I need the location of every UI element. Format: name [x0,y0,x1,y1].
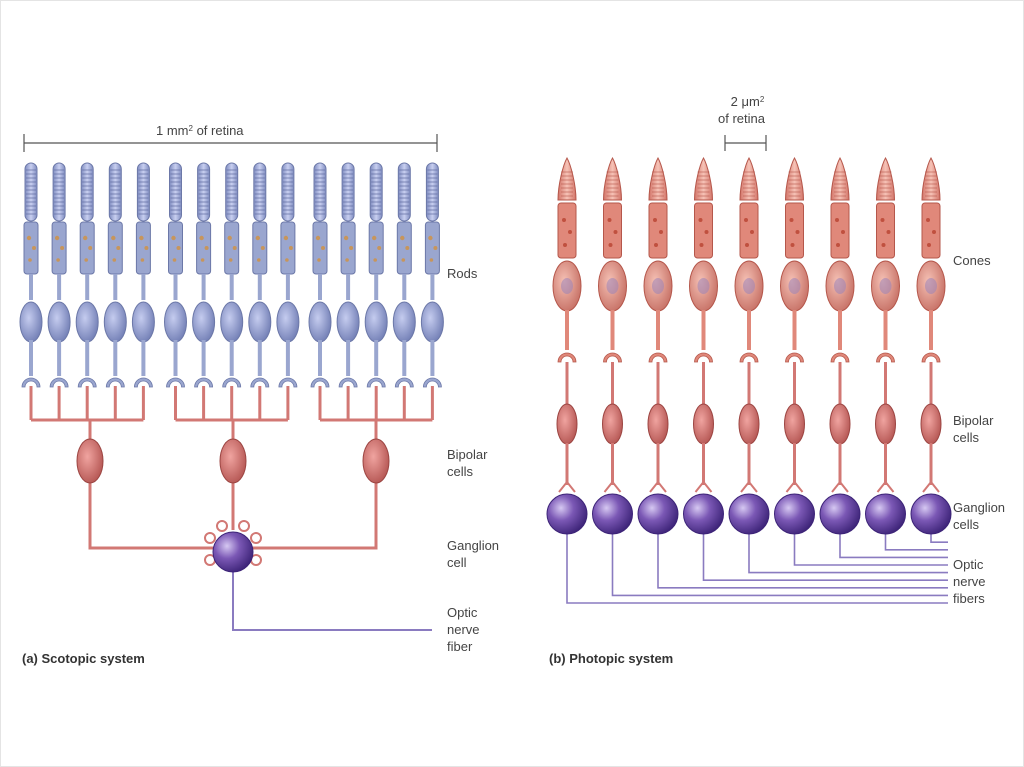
rod-cell [131,162,155,388]
rod-cell [220,162,244,388]
cone-cell [780,156,809,363]
scotopic-scale-bar [23,134,438,152]
bipolar-cell [76,438,104,484]
bipolar-cell [219,438,247,484]
scotopic-wiring [29,386,434,631]
synapse-knob [204,532,216,544]
bipolar-cell [920,362,942,493]
rod-cell [336,162,360,388]
cone-cell [689,156,718,363]
rod-cell [308,162,332,388]
bipolar-cell [693,362,714,493]
bipolar-cell [829,362,851,493]
bipolar-cell [602,362,623,493]
rod-cell [103,162,127,388]
ganglion-cell [865,493,906,535]
bipolar-axon-left [88,482,220,550]
scotopic-caption: (a) Scotopic system [22,651,145,666]
bipolar-axon-right [248,482,378,550]
ganglion-cell [728,493,770,535]
bipolar-cell [647,362,669,493]
cone-cells [552,156,946,363]
bipolar-cell [362,438,390,484]
photopic-ganglion-cells [546,493,952,535]
rod-cell [364,162,388,388]
optic-nerve-fiber [702,530,948,581]
rod-cell [47,162,71,388]
optic-nerve-fiber [839,530,948,559]
bipolar-cell [784,362,805,493]
rod-cell [420,162,444,388]
optic-nerve-fiber [657,530,948,589]
bipolar-cell [738,362,760,493]
ganglion-cell [212,531,254,573]
optic-nerve-fiber [232,572,432,631]
bipolar-cell [556,362,578,493]
rod-cell [192,162,216,388]
rod-cell [276,162,300,388]
scotopic-scale-label: 1 mm2 of retina [156,123,244,138]
cones-label: Cones [953,253,991,268]
cone-cell [643,156,673,363]
cone-cell [598,156,627,363]
ganglion-cell [819,493,861,535]
photopic-scale-label: 2 μm2 of retina [718,94,765,126]
optic-nerve-fiber [748,530,948,574]
cone-cell [552,156,582,363]
photopic-bipolar-cells [556,362,942,493]
photopic-optic-fibers [566,530,948,604]
bipolar-cell [875,362,896,493]
optic-nerve-fiber [793,530,948,566]
cone-cell [916,156,946,363]
ganglion-cell [637,493,679,535]
scotopic-bipolar-cells [76,438,390,484]
optic-nerve-fiber [611,530,948,597]
synapse-knob [216,520,228,532]
photopic-caption: (b) Photopic system [549,651,674,666]
rod-cell [19,162,43,388]
optic-nerve-fiber [566,530,948,604]
optic-nerve-fiber [884,530,948,551]
synapse-knob [238,520,250,532]
rod-cell [164,162,187,388]
rod-cells [19,162,444,388]
rod-cell [248,162,272,388]
photopic-scale-bar [724,135,767,151]
synapse-knob [250,532,262,544]
ganglion-cell [774,493,815,535]
rod-cell [392,162,416,388]
cone-cell [871,156,900,363]
scotopic-ganglion-cell [204,520,262,573]
ganglion-cell [546,493,588,535]
rod-cell [75,162,99,388]
ganglion-cell [910,493,952,535]
ganglion-cell [683,493,724,535]
cone-cell [825,156,855,363]
cone-cell [734,156,764,363]
ganglion-cell [592,493,633,535]
rods-label: Rods [447,266,478,281]
